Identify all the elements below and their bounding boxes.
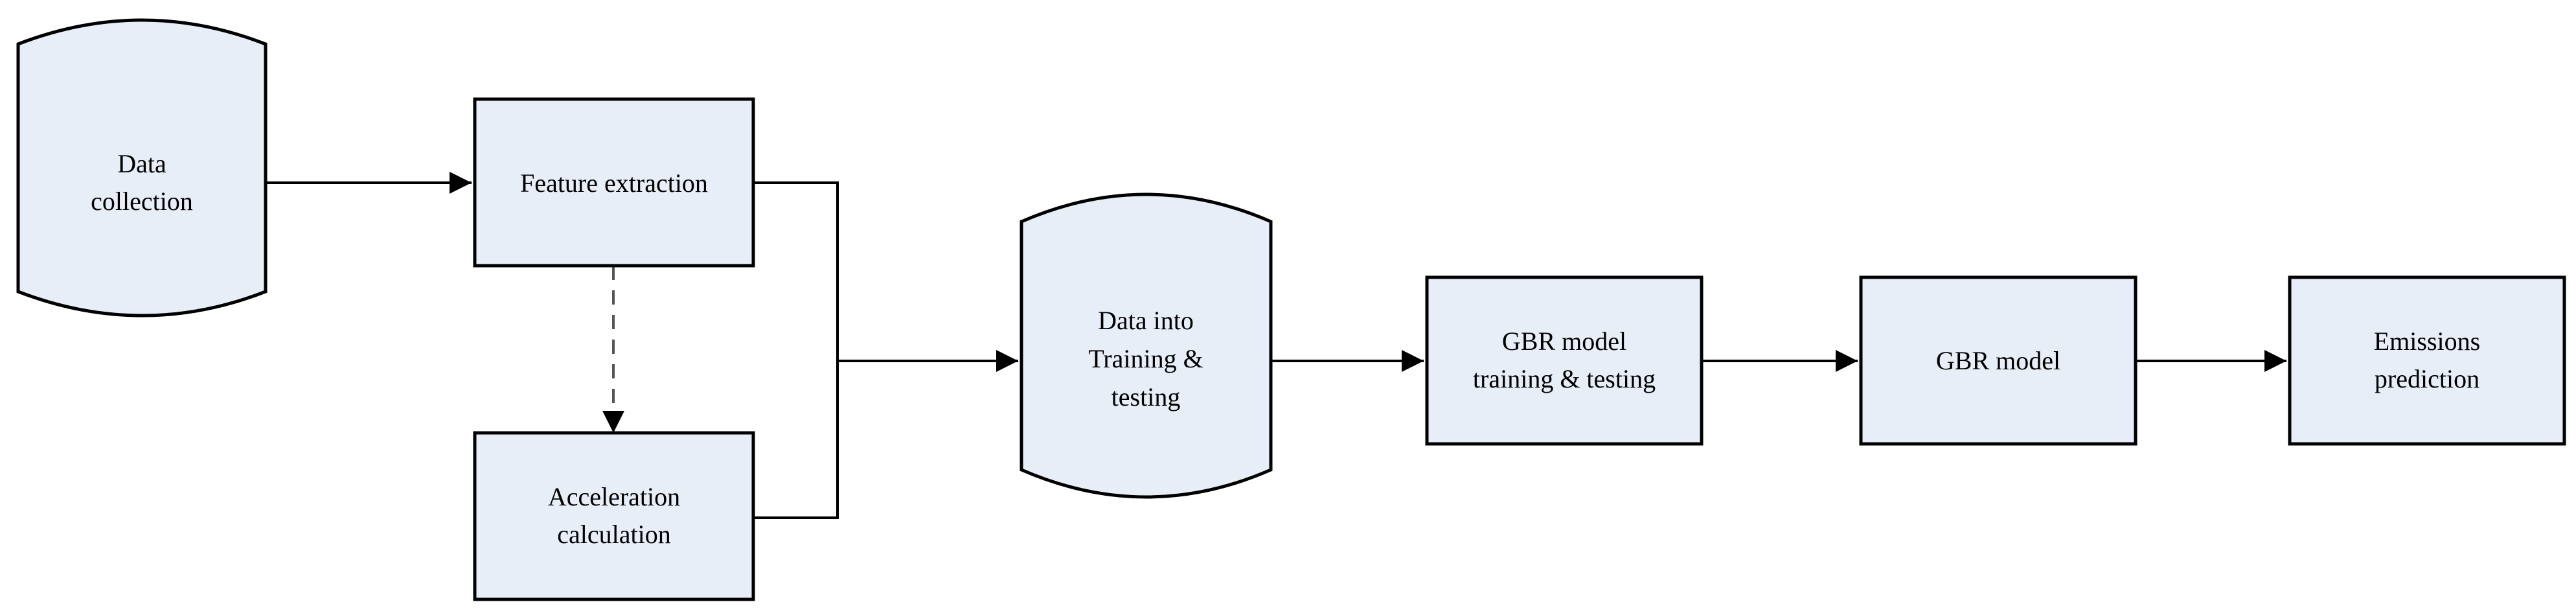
edges [266,172,2286,519]
node-label-line: training & testing [1473,364,1656,393]
cylinder-shape [16,18,268,318]
node-label-line: Data into [1098,306,1194,335]
node-data-into-training-testing: Data into Training & testing [1020,192,1273,499]
node-label-line: Feature extraction [520,168,708,198]
node-label-line: GBR model [1502,327,1626,356]
rectangle-shape [1425,275,1704,446]
node-emissions-prediction: Emissions prediction [2288,275,2566,446]
node-label-line: Training & [1088,344,1203,373]
node-label-line: testing [1111,382,1181,411]
cylinder-shape [1020,192,1273,499]
node-label-line: collection [91,187,193,216]
node-label-line: Acceleration [548,482,680,511]
node-label-line: GBR model [1936,346,2060,375]
rectangle-shape [473,97,755,268]
edge-feature-extraction-to-merge [753,181,839,361]
node-gbr-model: GBR model [1859,275,2137,446]
node-label-line: Emissions [2374,327,2480,356]
edge-acceleration-calculation-to-merge [753,361,839,519]
rectangle-shape [473,431,755,601]
node-label-line: prediction [2375,364,2479,393]
node-feature-extraction: Feature extraction [473,97,755,268]
node-label-line: calculation [557,520,670,549]
node-label-line: Data [117,149,166,178]
node-acceleration-calculation: Acceleration calculation [473,431,755,601]
node-gbr-model-training-testing: GBR model training & testing [1425,275,1704,446]
rectangle-shape [2288,275,2566,446]
rectangle-shape [1859,275,2137,446]
node-data-collection: Data collection [16,18,268,318]
